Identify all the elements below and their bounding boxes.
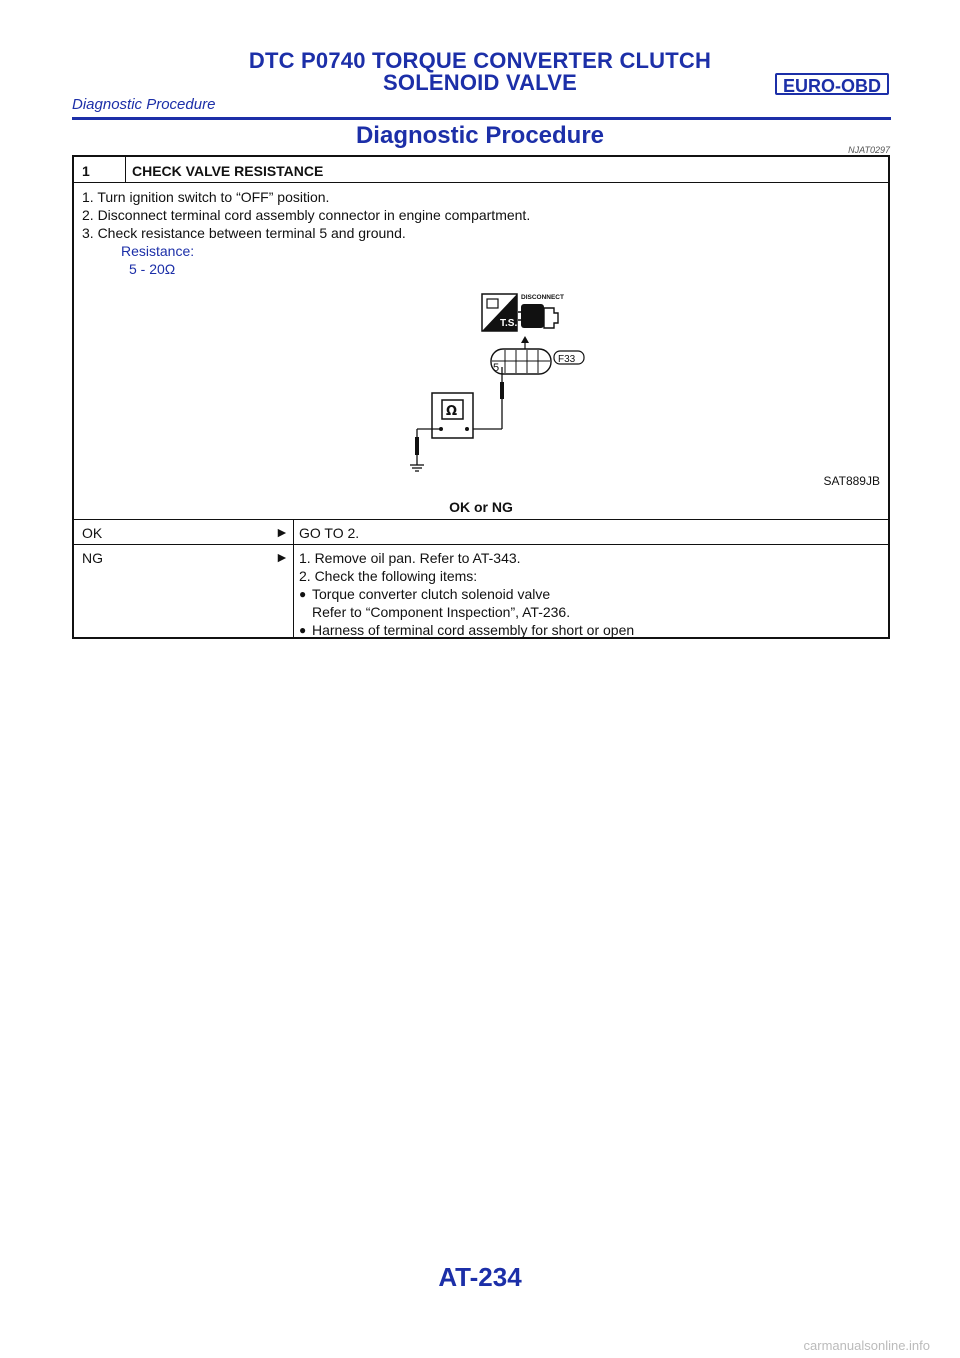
connector-id-label: F33 <box>558 354 576 365</box>
instruction-1: 1. Turn ignition switch to “OFF” positio… <box>82 189 330 205</box>
ng-action-1: 1. Remove oil pan. Refer to AT-343. <box>299 550 521 566</box>
ts-icon: T.S. <box>481 293 518 332</box>
arrow-right-icon: ► <box>275 549 289 565</box>
header-row-divider <box>74 182 888 183</box>
figure-id: SAT889JB <box>823 474 880 488</box>
page-header-title: DTC P0740 TORQUE CONVERTER CLUTCH SOLENO… <box>0 50 960 94</box>
euro-obd-badge: EURO-OBD <box>775 73 889 96</box>
ground-icon <box>410 464 424 472</box>
question-divider <box>74 519 888 520</box>
step-number: 1 <box>82 163 90 179</box>
section-code: NJAT0297 <box>848 145 890 155</box>
watermark: carmanualsonline.info <box>803 1338 930 1353</box>
header-title-line2: SOLENOID VALVE <box>383 70 577 95</box>
result-column-divider <box>293 519 294 637</box>
page-number: AT-234 <box>438 1262 522 1292</box>
connector-f33: 5 F33 <box>490 348 585 375</box>
procedure-table: 1 CHECK VALVE RESISTANCE 1. Turn ignitio… <box>72 155 890 639</box>
result-ok-action: GO TO 2. <box>299 525 360 541</box>
instruction-3: 3. Check resistance between terminal 5 a… <box>82 225 406 241</box>
ng-action-item-1: Torque converter clutch solenoid valve <box>312 586 551 602</box>
ng-action-item-1-ref: Refer to “Component Inspection”, AT-236. <box>312 604 571 620</box>
resistance-value: 5 - 20Ω <box>129 261 176 277</box>
header-title-line1: DTC P0740 TORQUE CONVERTER CLUTCH <box>248 48 712 73</box>
ts-label: T.S. <box>500 318 517 329</box>
ohmmeter: Ω <box>431 392 474 439</box>
bullet-icon: ● <box>299 623 307 637</box>
ok-row-divider <box>74 544 888 545</box>
instruction-2: 2. Disconnect terminal cord assembly con… <box>82 207 531 223</box>
bullet-icon: ● <box>299 587 307 601</box>
ok-ng-question: OK or NG <box>449 499 513 515</box>
disconnect-icon: DISCONNECT <box>518 294 564 329</box>
ng-action-2: 2. Check the following items: <box>299 568 478 584</box>
header-subtitle: Diagnostic Procedure <box>72 96 216 113</box>
disconnect-label: DISCONNECT <box>521 294 564 301</box>
resistance-label: Resistance: <box>121 243 195 259</box>
step-heading: CHECK VALVE RESISTANCE <box>132 163 324 179</box>
header-divider <box>72 117 891 120</box>
arrow-right-icon: ► <box>275 524 289 540</box>
terminal-5-label: 5 <box>493 362 499 374</box>
result-ok-label: OK <box>82 525 103 541</box>
result-ng-label: NG <box>82 550 103 566</box>
wiring-diagram: T.S. DISCONNECT 5 F33 <box>410 293 585 472</box>
ohm-symbol: Ω <box>446 404 457 419</box>
header-divider-vertical <box>125 157 126 182</box>
ng-action-item-2: Harness of terminal cord assembly for sh… <box>312 622 635 638</box>
section-title: Diagnostic Procedure <box>355 122 605 149</box>
